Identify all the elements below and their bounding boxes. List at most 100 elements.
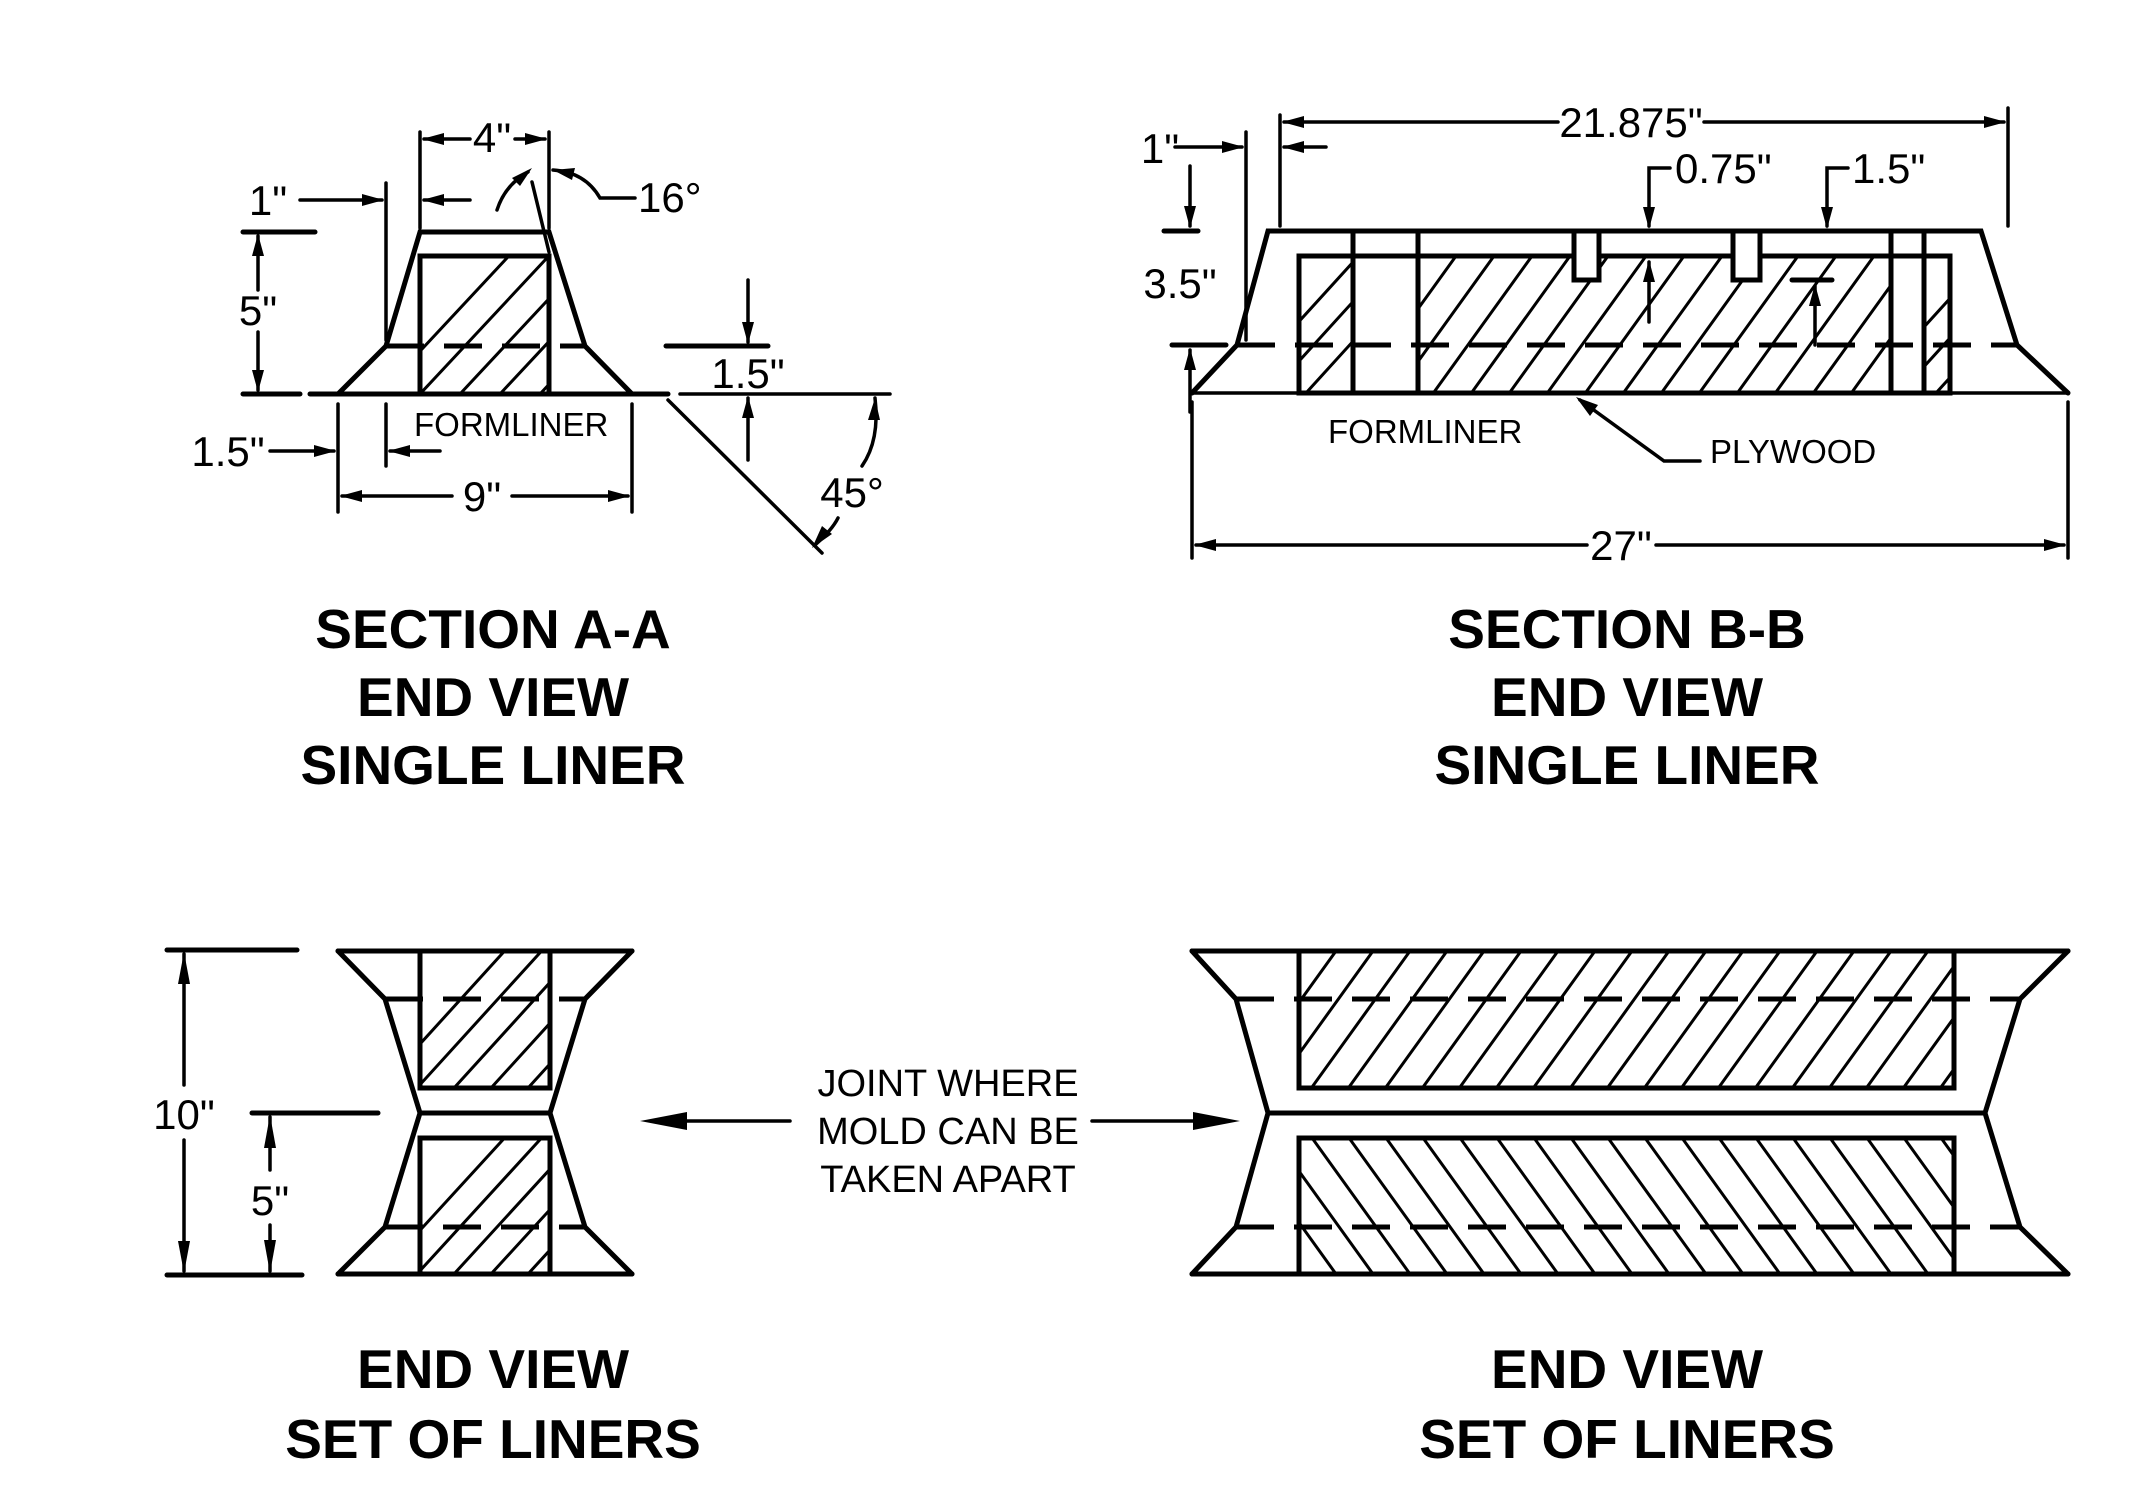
set-long-title: END VIEW SET OF LINERS [1419,1338,1835,1470]
hatch-line [1850,335,1891,393]
hatch-line [1347,951,1449,1088]
note-line-3: TAKEN APART [820,1159,1076,1201]
label-formliner: FORMLINER [414,406,608,443]
hatch-line [1680,951,1782,1088]
hatch-line [1299,1271,1301,1274]
hatch-line [1421,1138,1523,1274]
hatch-line [1421,951,1523,1088]
section-b-b: 21.875" 1" 3.5" 0.75" 1.5" [1141,99,2102,796]
set-long-hatch-bottom [1299,1138,2150,1274]
dim-height: 3.5" [1143,260,1216,307]
set-long-profile [1189,948,2071,1277]
joint-note: JOINT WHERE MOLD CAN BE TAKEN APART [640,1063,1240,1201]
title-line-3: SINGLE LINER [1434,734,1819,796]
note-line-1: JOINT WHERE [817,1063,1078,1105]
label-plywood: PLYWOOD [1710,433,1876,470]
joint-arrow-right-icon [1193,1112,1240,1130]
hatch-line [1299,951,1338,1005]
note-line-2: MOLD CAN BE [817,1111,1079,1153]
set-of-liners-short: 10" 5" END VIEW SET OF LINERS [153,947,701,1470]
dim-base-width: 9" [463,473,501,520]
hatch-line [1546,256,1648,393]
dim-draft-angle: 16° [638,174,702,221]
set-short-dimensions: 10" 5" [153,947,381,1278]
hatch-line [1828,1138,1930,1274]
hatch-line [1299,1220,1338,1274]
hatch-line [1532,1138,1634,1274]
hatch-line [1622,256,1724,393]
hatch-line [1865,963,1954,1088]
title-line-2: END VIEW [357,666,629,728]
title-line-1: END VIEW [1491,1338,1763,1400]
hatch-line [1458,951,1560,1088]
hatch-line [1698,256,1800,393]
set-of-liners-long: END VIEW SET OF LINERS [1189,948,2156,1470]
title-line-2: SET OF LINERS [1419,1408,1835,1470]
title-line-1: SECTION B-B [1448,598,1806,660]
hatch-line [1754,951,1856,1088]
hatch-line [1299,951,1301,954]
hatch-line [1791,951,1893,1088]
hatch-line [1569,951,1671,1088]
hatch-line [1902,1138,1954,1210]
hatch-line [1754,1138,1856,1274]
dim-top-width: 4" [473,114,511,161]
dim-flange-offset: 1.5" [191,428,264,475]
dim-base-length: 27" [1590,522,1652,569]
title-line-2: END VIEW [1491,666,1763,728]
hatch-line [1418,256,1458,312]
hatch-line [1680,1138,1782,1274]
hatch-line [1310,951,1412,1088]
set-short-hatch-bottom [420,1138,550,1274]
section-a-hatch [420,256,549,394]
title-line-3: SINGLE LINER [300,734,685,796]
section-b-dimensions: 21.875" 1" 3.5" 0.75" 1.5" [1141,99,2070,569]
set-long-hatch-top [1299,951,2156,1088]
dim-offset: 1" [1141,125,1179,172]
hatch-line [1774,256,1876,393]
section-a-dimensions: 4" 1" 16° 5" 1.5" [191,114,892,555]
hatch-line [2003,256,2102,393]
dim-flange-height: 1.5" [711,350,784,397]
plywood-leader [1576,397,1702,463]
joint-arrow-left-icon [640,1112,687,1130]
hatch-line [1495,951,1597,1088]
dim-top-length: 21.875" [1559,99,1702,146]
hatch-line [1584,256,1686,393]
title-line-2: SET OF LINERS [285,1408,701,1470]
hatch-line [1978,1138,2076,1274]
dim-offset: 1" [249,177,287,224]
section-b-title: SECTION B-B END VIEW SINGLE LINER [1434,598,1819,796]
dim-half-height: 5" [251,1177,289,1224]
title-line-1: SECTION A-A [315,598,670,660]
hatch-line [1532,951,1634,1088]
set-short-title: END VIEW SET OF LINERS [285,1338,701,1470]
hatch-line [1495,1138,1597,1274]
hatch-line [1470,256,1572,393]
hatch-line [1310,1138,1412,1274]
hatch-line [2088,951,2156,1088]
dim-notch-depth: 1.5" [1852,145,1925,192]
dim-height: 5" [239,287,277,334]
hatch-line [1569,1138,1671,1274]
hatch-line [1347,1138,1449,1274]
hatch-line [2015,1138,2113,1274]
hatch-line [1643,1138,1745,1274]
hatch-line [1888,388,1891,393]
hatch-line [1418,256,1496,365]
hatch-line [1902,1015,1954,1088]
hatch-line [1299,1168,1375,1274]
section-a-profile [307,229,671,397]
hatch-line [2052,1138,2150,1274]
hatch-line [1458,1138,1560,1274]
hatch-line [1299,951,1375,1057]
hatch-line [2014,951,2113,1088]
section-b-hatch [1299,228,2102,393]
hatch-line [1606,1138,1708,1274]
hatch-line [1717,1138,1819,1274]
dim-flange-angle: 45° [820,469,884,516]
section-a-a: 4" 1" 16° 5" 1.5" [191,114,892,796]
hatch-line [1384,1138,1486,1274]
section-a-title: SECTION A-A END VIEW SINGLE LINER [300,598,685,796]
